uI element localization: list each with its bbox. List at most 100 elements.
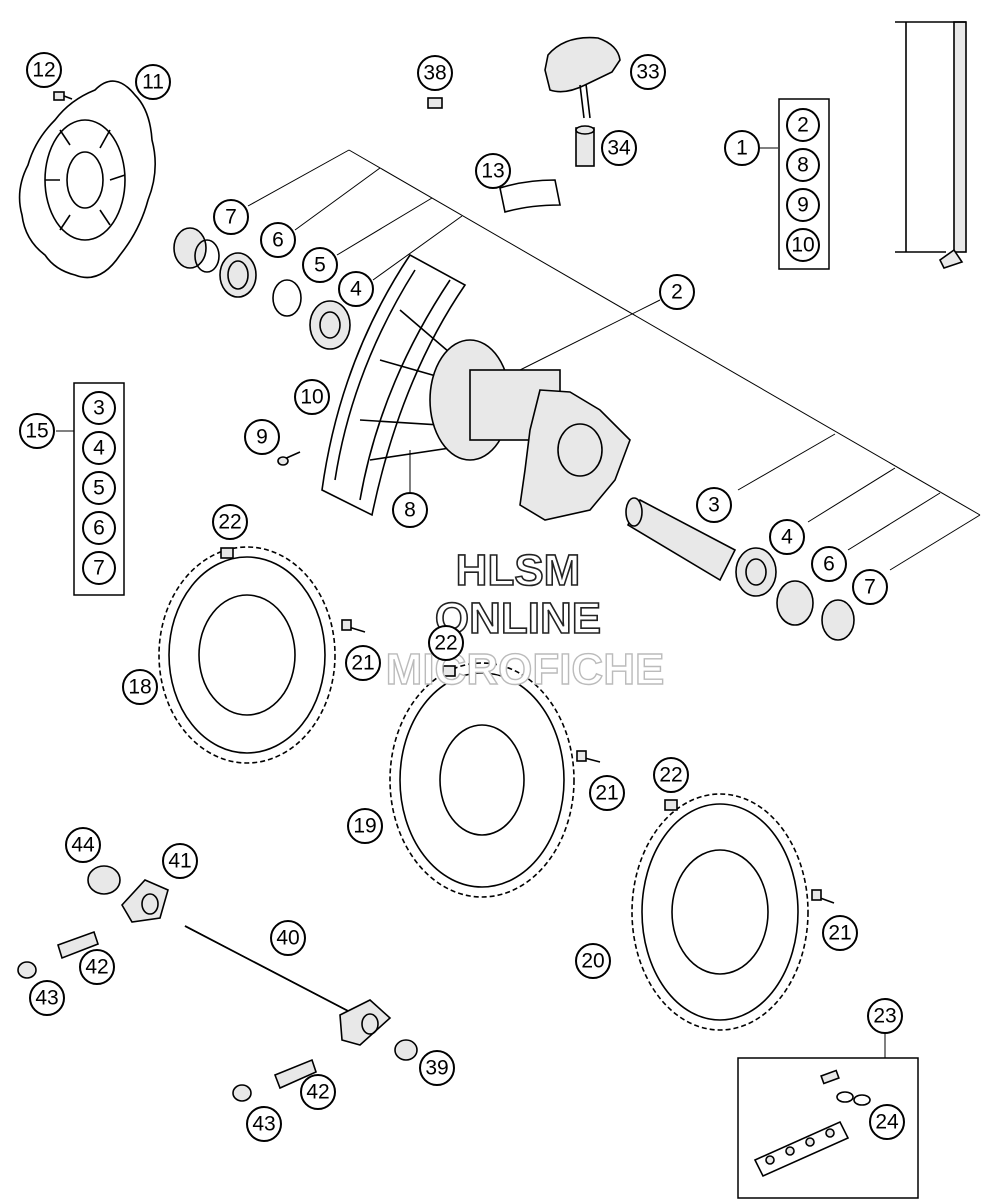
svg-text:40: 40 [276,927,299,950]
kit-1-item-8: 8 [786,148,820,182]
watermark: HLSM ONLINE MICROFICHE [385,545,665,695]
valve [277,451,301,466]
callout-18: 18 [122,669,158,705]
kit-15-item-4: 4 [82,431,116,465]
callout-5-left: 5 [302,247,338,283]
callout-1: 1 [724,130,760,166]
callout-42-a: 42 [79,949,115,985]
sprocket-18 [158,546,336,764]
kit-15-item-6: 6 [82,511,116,545]
axle-parts [17,865,418,1102]
left-hub-parts [173,227,351,350]
svg-text:6: 6 [93,517,105,540]
disc-bolt [53,91,73,101]
callout-22-c: 22 [653,757,689,793]
callout-22-a: 22 [212,504,248,540]
sprocket-19 [389,662,575,898]
svg-text:38: 38 [423,62,446,85]
svg-text:22: 22 [659,764,682,787]
callout-15: 15 [19,413,55,449]
svg-text:42: 42 [306,1081,329,1104]
svg-text:1: 1 [736,137,748,160]
svg-text:5: 5 [314,254,326,277]
callout-42-b: 42 [300,1074,336,1110]
callout-8: 8 [392,492,428,528]
plug [427,97,443,109]
svg-text:13: 13 [481,160,504,183]
svg-text:19: 19 [353,815,376,838]
svg-text:6: 6 [272,229,284,252]
svg-text:21: 21 [595,782,618,805]
callout-4-right: 4 [769,519,805,555]
kit-1-item-10: 10 [786,228,820,262]
callout-22-b: 22 [428,625,464,661]
svg-text:8: 8 [404,499,416,522]
svg-text:41: 41 [168,850,191,873]
kit-15-item-3: 3 [82,391,116,425]
svg-text:6: 6 [823,553,835,576]
svg-text:21: 21 [828,922,851,945]
callout-21-c: 21 [822,915,858,951]
callout-6-right: 6 [811,546,847,582]
svg-text:8: 8 [797,154,809,177]
wheel-rim-hub [321,253,631,521]
spoke-wrench [895,21,967,269]
spacer-sleeve [575,125,595,167]
svg-text:4: 4 [350,278,362,301]
svg-text:2: 2 [797,114,809,137]
axle-block [544,36,621,119]
callout-7-right: 7 [852,569,888,605]
svg-text:18: 18 [128,676,151,699]
svg-text:23: 23 [873,1005,896,1028]
svg-text:33: 33 [636,61,659,84]
svg-text:3: 3 [708,494,720,517]
svg-text:4: 4 [781,526,793,549]
callout-21-b: 21 [589,775,625,811]
svg-text:21: 21 [351,652,374,675]
callout-41: 41 [162,843,198,879]
callout-2: 2 [659,274,695,310]
svg-text:4: 4 [93,437,105,460]
svg-text:42: 42 [85,956,108,979]
svg-text:22: 22 [434,632,457,655]
callout-11: 11 [135,64,171,100]
kit-1-item-2: 2 [786,108,820,142]
callout-24: 24 [869,1104,905,1140]
svg-text:20: 20 [581,950,604,973]
callout-21-a: 21 [345,645,381,681]
watermark-line2: ONLINE [435,594,601,643]
callout-23: 23 [867,998,903,1034]
sprocket-20 [631,793,809,1031]
callout-9: 9 [244,419,280,455]
svg-text:24: 24 [875,1111,899,1134]
svg-text:7: 7 [93,557,105,580]
svg-text:39: 39 [425,1057,448,1080]
callout-12: 12 [26,52,62,88]
svg-text:10: 10 [791,234,814,257]
svg-text:12: 12 [32,59,55,82]
callout-38: 38 [417,55,453,91]
svg-text:5: 5 [93,477,105,500]
watermark-line3: MICROFICHE [386,645,665,694]
callout-34: 34 [601,130,637,166]
svg-text:9: 9 [797,194,809,217]
svg-text:15: 15 [25,420,48,443]
kit-15-item-5: 5 [82,471,116,505]
svg-text:7: 7 [864,576,876,599]
svg-text:22: 22 [218,511,241,534]
leader-lines [56,147,981,1104]
callout-43-a: 43 [29,980,65,1016]
svg-text:10: 10 [300,386,323,409]
svg-text:44: 44 [71,834,95,857]
callout-44: 44 [65,827,101,863]
svg-text:43: 43 [35,987,58,1010]
svg-text:11: 11 [142,71,164,94]
kit-15-item-7: 7 [82,551,116,585]
callout-7-left: 7 [213,199,249,235]
right-hub-parts [625,497,855,641]
chain [753,1069,871,1178]
callout-3: 3 [696,487,732,523]
kit-1-item-9: 9 [786,188,820,222]
callout-43-b: 43 [246,1106,282,1142]
